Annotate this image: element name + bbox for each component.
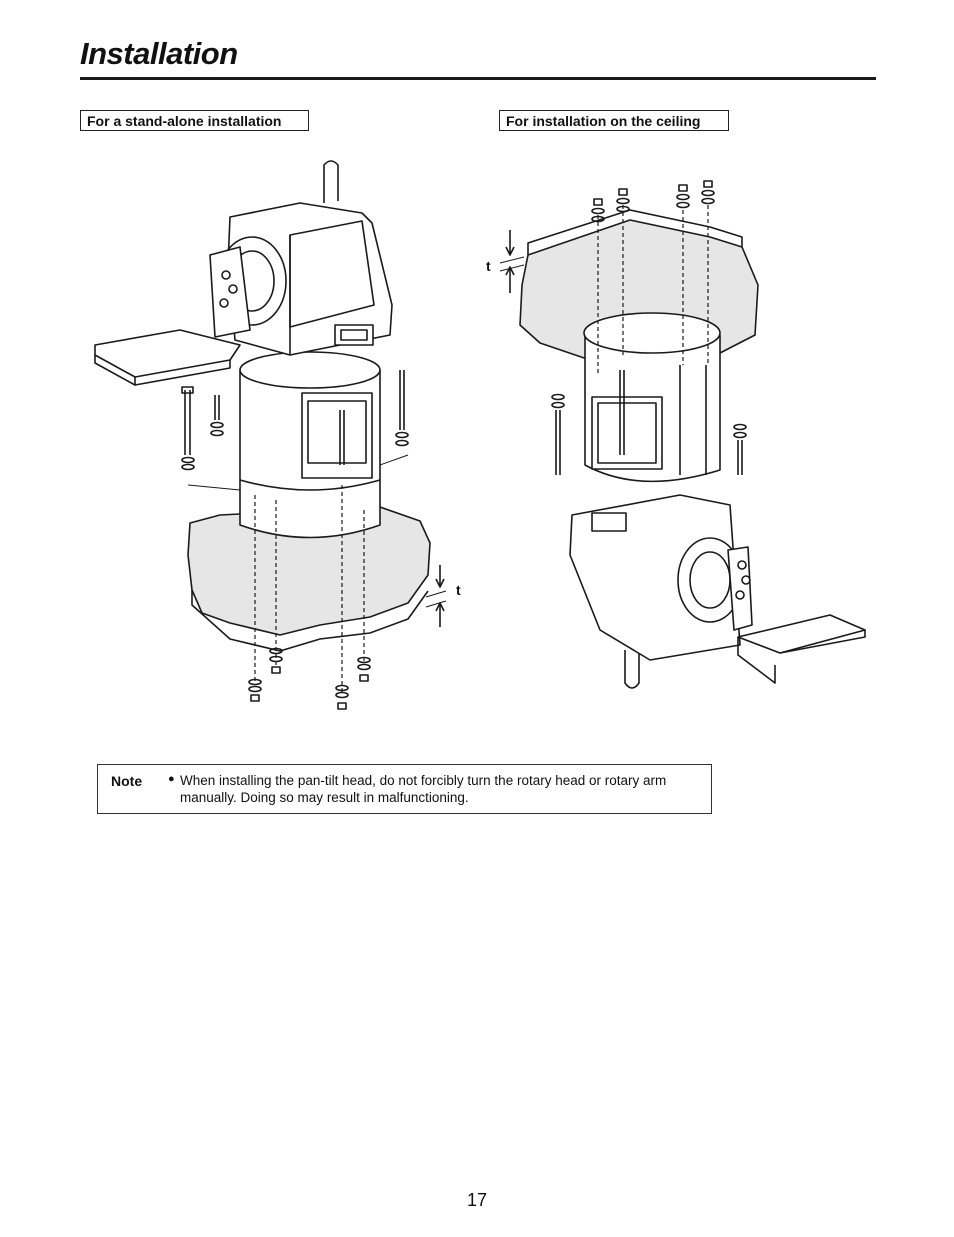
bolt-4 [555, 410, 561, 475]
antenna-inverted [624, 650, 640, 689]
bolt-3 [399, 370, 405, 430]
fasteners-above-ceiling [591, 180, 715, 223]
note-box: Note ● When installing the pan-tilt head… [97, 764, 712, 814]
bullet-icon: ● [168, 773, 175, 785]
standalone-installation-diagram: t [94, 160, 461, 710]
fasteners-below-floor [248, 647, 371, 710]
bolt-2 [214, 395, 220, 420]
note-text: When installing the pan-tilt head, do no… [180, 773, 667, 805]
bolt-5 [737, 440, 743, 475]
standalone-section-label: For a stand-alone installation [80, 110, 309, 131]
ceiling-section-label: For installation on the ceiling [499, 110, 729, 131]
ceiling-installation-diagram: t [486, 180, 866, 689]
floor-slab [187, 506, 431, 636]
antenna [323, 160, 339, 203]
bolt-1 [181, 386, 194, 455]
thickness-label-left: t [456, 582, 461, 598]
note-label: Note [111, 773, 143, 789]
page-number: 17 [466, 1190, 488, 1210]
mounting-plate-inverted [737, 614, 866, 654]
title-rule [80, 77, 876, 80]
page-title: Installation [80, 36, 238, 71]
thickness-label-right: t [486, 258, 491, 274]
